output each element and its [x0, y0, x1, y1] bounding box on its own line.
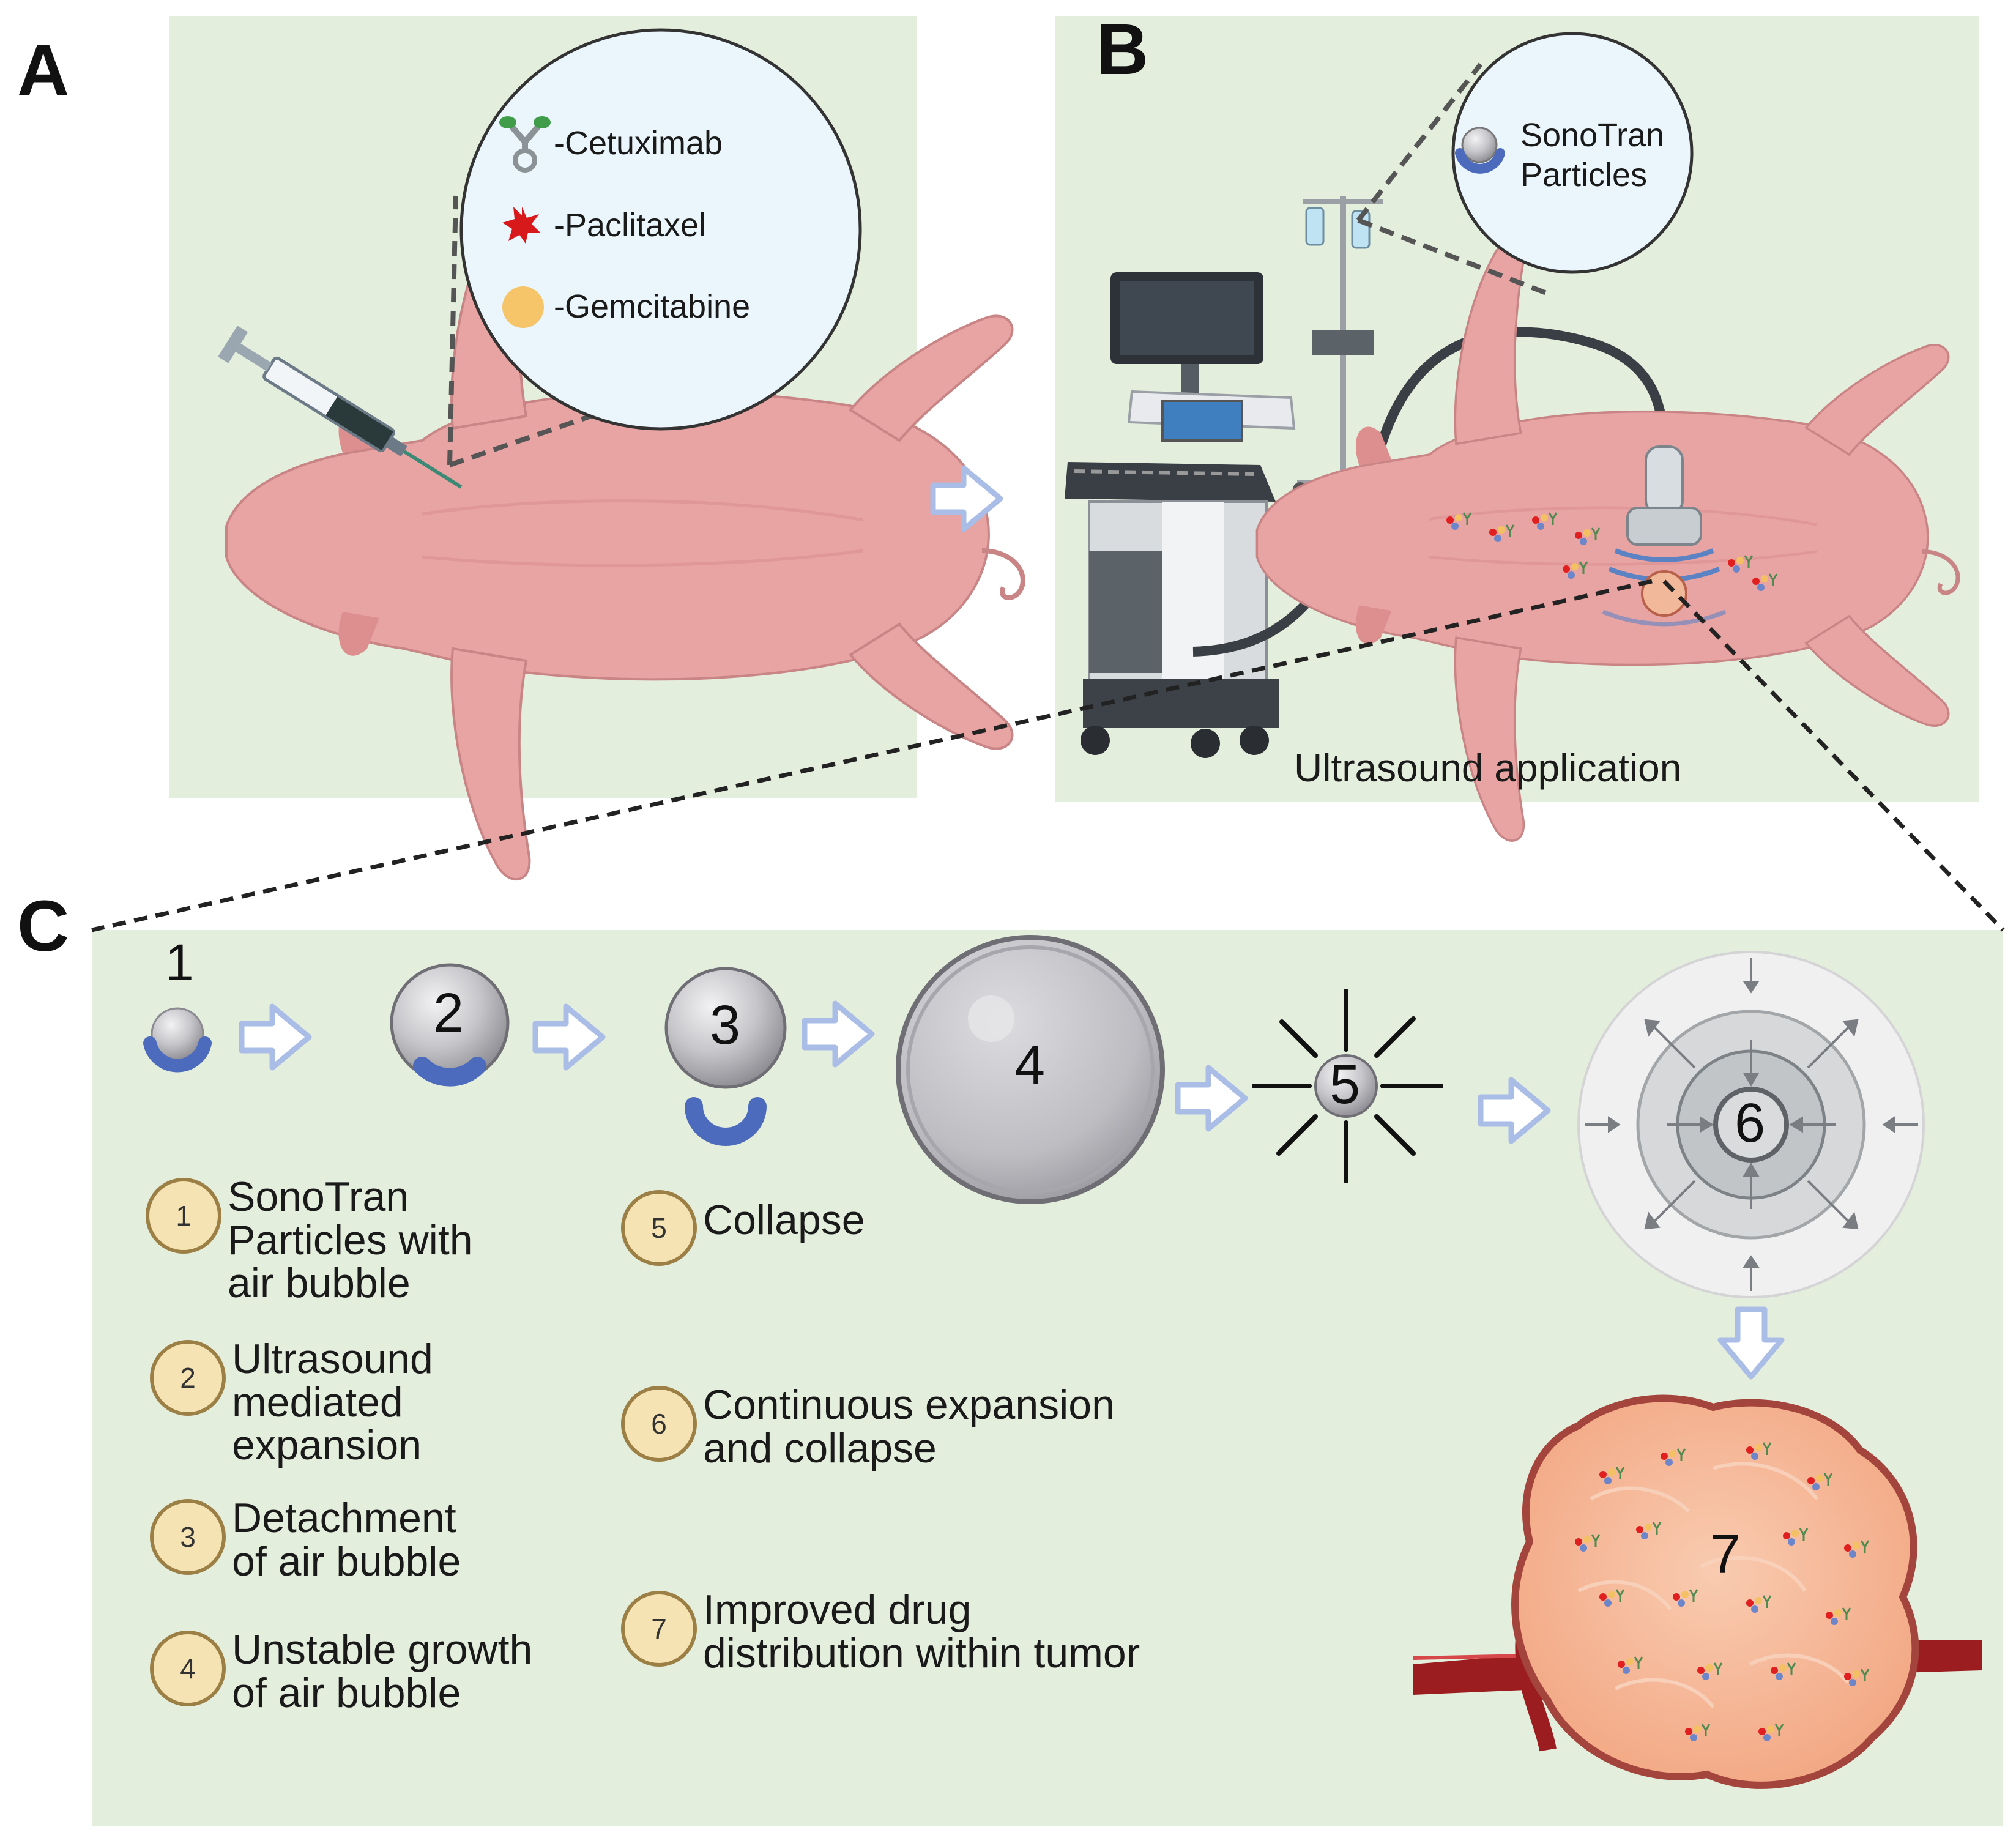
legend-item-4: 4 Unstable growth of air bubble [150, 1626, 533, 1716]
ultrasound-machine [1065, 272, 1296, 758]
legend-number-2: 2 [150, 1340, 226, 1416]
legend-text-2: Ultrasound mediated expansion [232, 1336, 433, 1469]
arrow-stage-2-3 [535, 1006, 603, 1068]
stage-2-number: 2 [433, 983, 464, 1044]
legend-number-4: 4 [150, 1631, 226, 1706]
legend-number-1: 1 [146, 1178, 221, 1254]
legend-item-2: 2 Ultrasound mediated expansion [150, 1336, 433, 1469]
red-star-icon [502, 207, 540, 244]
legend-number-6: 6 [621, 1386, 697, 1462]
sonotran-label-line1: SonoTran [1520, 117, 1665, 154]
drug-label-paclitaxel: -Paclitaxel [554, 207, 707, 244]
legend-text-6: Continuous expansion and collapse [703, 1382, 1115, 1472]
arrow-stage-5-6 [1481, 1080, 1548, 1141]
legend-number-3: 3 [150, 1499, 226, 1575]
stage-4-number: 4 [1014, 1035, 1046, 1096]
legend-text-4: Unstable growth of air bubble [232, 1626, 533, 1716]
stage-7-number: 7 [1710, 1524, 1741, 1585]
legend-text-5: Collapse [703, 1197, 865, 1243]
orange-dot-icon [502, 286, 544, 328]
stage-2-particle [390, 963, 510, 1087]
drug-label-cetuximab: -Cetuximab [554, 125, 723, 162]
stage-5-collapse [1252, 989, 1443, 1183]
stage-6-oscillation [1577, 951, 1925, 1298]
stage-3-particle [664, 967, 787, 1146]
zoom-circle-b [1451, 32, 1694, 274]
legend-item-7: 7 Improved drug distribution within tumo… [621, 1587, 1140, 1676]
ultrasound-probe-icon [1602, 445, 1727, 627]
arrow-stage-4-5 [1178, 1068, 1245, 1129]
stage-1-particle [143, 1007, 212, 1073]
legend-text-3: Detachment of air bubble [232, 1495, 461, 1585]
legend-item-3: 3 Detachment of air bubble [150, 1495, 461, 1585]
legend-number-7: 7 [621, 1591, 697, 1667]
stage-7-tumor [1413, 1394, 1982, 1789]
stage-4-bubble [896, 935, 1165, 1204]
legend-text-1: SonoTran Particles with air bubble [228, 1174, 473, 1307]
sonotran-label-line2: Particles [1520, 157, 1648, 193]
arrow-stage-1-2 [242, 1006, 309, 1068]
antibody-icon [499, 116, 551, 173]
panel-b-label: B [1096, 9, 1149, 90]
legend-item-1: 1 SonoTran Particles with air bubble [146, 1174, 473, 1307]
stage-1-number: 1 [165, 934, 194, 991]
stage-5-number: 5 [1330, 1054, 1361, 1115]
legend-text-7: Improved drug distribution within tumor [703, 1587, 1140, 1676]
stage-6-number: 6 [1735, 1093, 1766, 1154]
legend-number-5: 5 [621, 1190, 697, 1266]
legend-item-6: 6 Continuous expansion and collapse [621, 1382, 1115, 1472]
zoom-circle-a [459, 28, 862, 431]
panel-a-label: A [17, 30, 70, 111]
legend-item-5: 5 Collapse [621, 1190, 865, 1266]
arrow-stage-3-4 [805, 1003, 872, 1065]
panel-c-label: C [17, 886, 70, 967]
drug-label-gemcitabine: -Gemcitabine [554, 288, 751, 325]
stage-3-number: 3 [710, 995, 741, 1056]
sonotran-particle-icon [1455, 127, 1505, 174]
syringe-icon [218, 326, 463, 489]
arrow-stage-6-7 [1720, 1309, 1782, 1377]
ultrasound-caption: Ultrasound application [1294, 746, 1682, 790]
